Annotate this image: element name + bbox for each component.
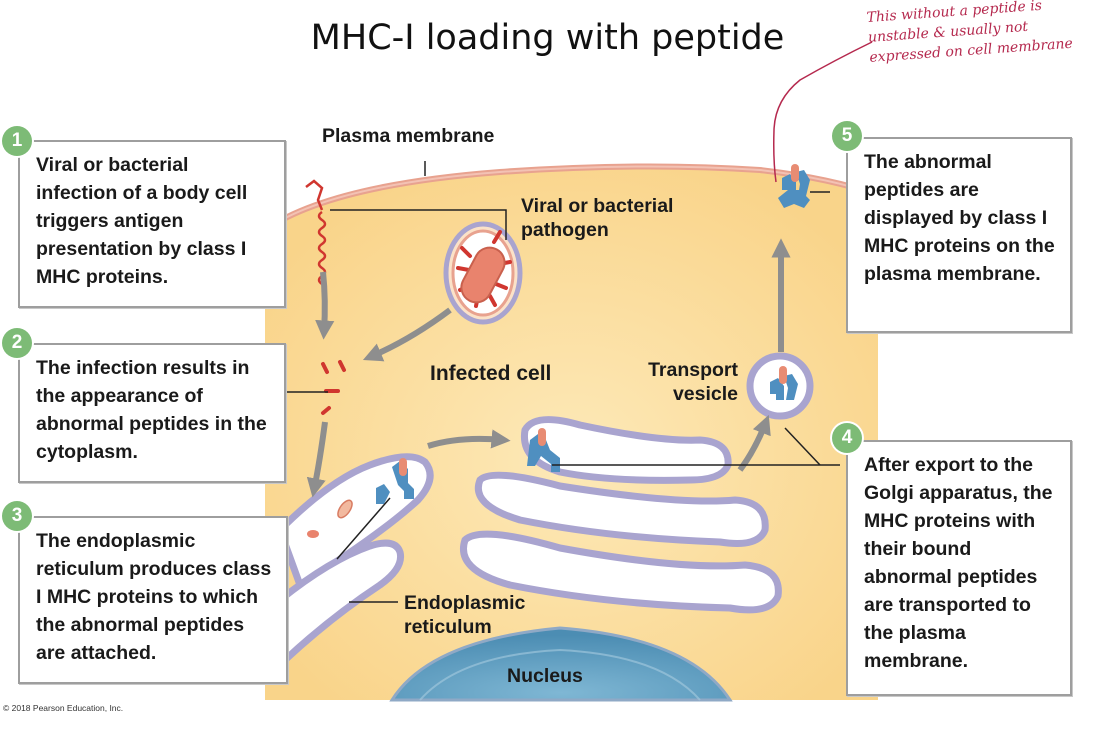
- mhc-protein-golgi: [527, 428, 560, 472]
- mhc-protein-er: [376, 458, 414, 504]
- step-2-box: The infection results in the appearance …: [18, 343, 286, 483]
- label-nucleus: Nucleus: [507, 665, 583, 687]
- step-2-badge: 2: [2, 328, 32, 358]
- pathogen: [443, 221, 523, 325]
- step-1-badge: 1: [2, 126, 32, 156]
- mhc-protein-vesicle: [770, 366, 798, 400]
- nucleus: [389, 626, 733, 702]
- label-infected-cell: Infected cell: [430, 362, 552, 385]
- leader-lines: [285, 161, 840, 603]
- abnormal-peptides: [321, 360, 346, 415]
- step-1-text: Viral or bacterial infection of a body c…: [36, 154, 248, 288]
- step-5-text: The abnormal peptides are displayed by c…: [864, 151, 1055, 285]
- antigen-chain: [305, 179, 327, 294]
- label-pathogen: Viral or bacterial pathogen: [521, 195, 674, 241]
- label-plasma-membrane: Plasma membrane: [322, 125, 495, 147]
- step-3-badge: 3: [2, 501, 32, 531]
- step-3-box: The endoplasmic reticulum produces class…: [18, 516, 288, 684]
- label-endoplasmic-reticulum: Endoplasmic reticulum: [404, 592, 526, 638]
- copyright: © 2018 Pearson Education, Inc.: [3, 703, 124, 713]
- step-3-text: The endoplasmic reticulum produces class…: [36, 530, 272, 664]
- step-4-box: After export to the Golgi apparatus, the…: [846, 440, 1072, 696]
- step-1-box: Viral or bacterial infection of a body c…: [18, 140, 286, 308]
- step-5-badge: 5: [832, 121, 862, 151]
- label-transport-vesicle: Transport vesicle: [648, 359, 738, 405]
- step-4-text: After export to the Golgi apparatus, the…: [864, 454, 1053, 672]
- er-peptides: [307, 499, 353, 538]
- page-title: MHC-I loading with peptide: [310, 18, 785, 58]
- step-2-text: The infection results in the appearance …: [36, 357, 267, 463]
- annotation-pointer: [773, 41, 873, 183]
- step-4-badge: 4: [832, 423, 862, 453]
- endoplasmic-reticulum: [275, 453, 434, 668]
- flow-arrows: [306, 238, 791, 498]
- step-5-box: The abnormal peptides are displayed by c…: [846, 137, 1072, 333]
- mhc-protein-membrane: [778, 164, 810, 208]
